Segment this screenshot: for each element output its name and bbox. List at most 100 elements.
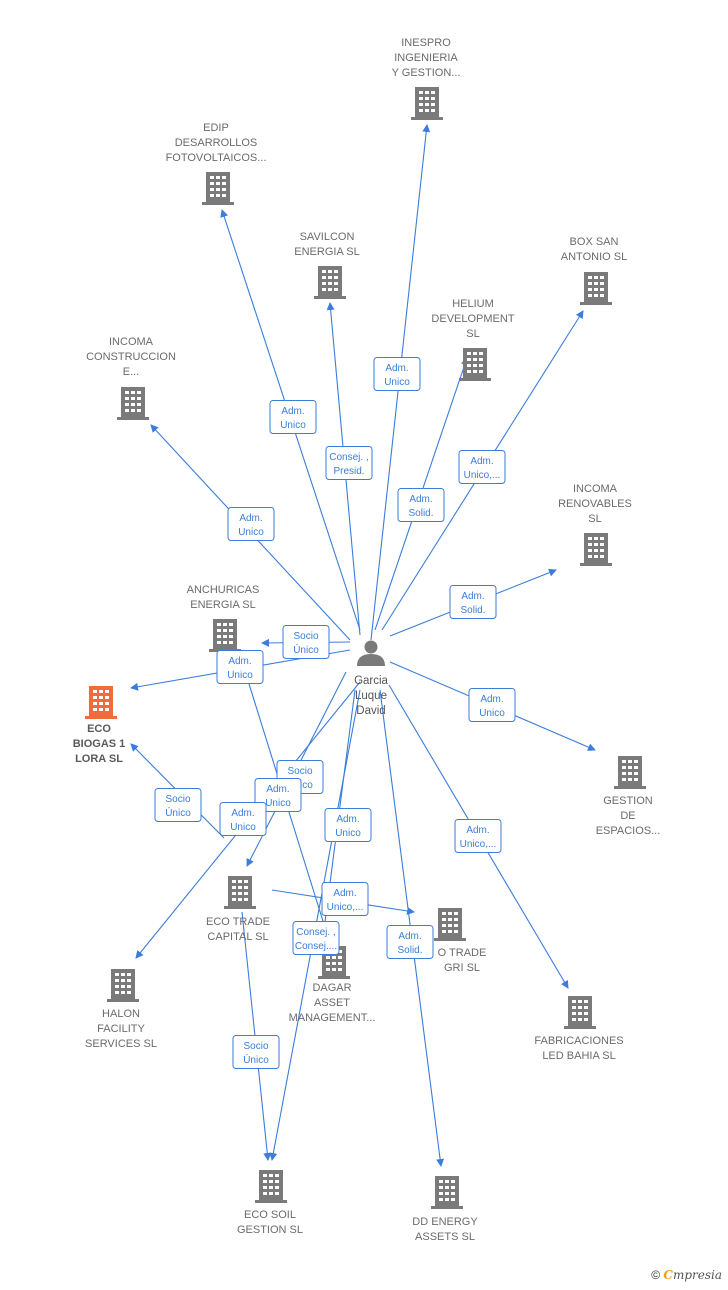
role-badge-text: Adm. xyxy=(398,931,421,942)
role-badge-text: Adm. xyxy=(470,456,493,467)
company-name: GRI SL xyxy=(444,962,480,974)
building-icon xyxy=(255,1170,287,1203)
company-name: FOTOVOLTAICOS... xyxy=(166,152,267,164)
role-badge-text: Unico xyxy=(265,798,291,809)
building-icon xyxy=(411,87,443,120)
company-name: ASSET xyxy=(314,997,350,1009)
company-name: RENOVABLES xyxy=(558,498,632,510)
building-icon xyxy=(224,876,256,909)
role-badge-text: Adm. xyxy=(333,888,356,899)
role-badge[interactable]: Adm.Unico,... xyxy=(458,450,506,484)
building-icon xyxy=(202,172,234,205)
role-badge[interactable]: Adm.Unico xyxy=(324,808,372,842)
role-badge[interactable]: Adm. Unico xyxy=(216,650,264,684)
person-name: David xyxy=(356,705,385,717)
building-icon xyxy=(85,686,117,719)
role-badge[interactable]: Adm.Unico xyxy=(373,357,421,391)
company-name: SL xyxy=(588,513,601,525)
building-icon xyxy=(117,387,149,420)
company-name: GESTION xyxy=(603,795,653,807)
company-node-box[interactable]: BOX SAN ANTONIO SL xyxy=(561,236,627,305)
role-badge[interactable]: Consej. ,Consej.... xyxy=(292,921,340,955)
role-badge[interactable]: Adm. Unico xyxy=(227,507,275,541)
company-name: ANTONIO SL xyxy=(561,251,627,263)
footer-brand[interactable]: © Cmpresia xyxy=(651,1268,722,1286)
role-badge-text: Solid. xyxy=(460,605,485,616)
person-name: Luque xyxy=(355,690,387,702)
company-node-halon[interactable]: HALON FACILITY SERVICES SL xyxy=(85,969,157,1050)
role-badge[interactable]: Adm.Unico xyxy=(219,802,267,836)
building-icon xyxy=(614,756,646,789)
company-node-dagar[interactable]: DAGARASSETMANAGEMENT... xyxy=(289,946,376,1024)
company-name: EDIP xyxy=(203,122,229,134)
role-badge[interactable]: Adm. Unico xyxy=(254,778,302,812)
role-badge-text: Adm. xyxy=(385,363,408,374)
company-name: LORA SL xyxy=(75,753,123,765)
role-badge-text: Adm. xyxy=(228,656,251,667)
company-node-edip[interactable]: EDIPDESARROLLOSFOTOVOLTAICOS... xyxy=(166,122,267,205)
person-icon xyxy=(364,640,378,654)
role-badge[interactable]: Consej. ,Presid. xyxy=(325,446,373,480)
company-name: SAVILCON xyxy=(300,231,355,243)
person-name: Garcia xyxy=(354,675,388,687)
role-badge[interactable]: Adm. Solid. xyxy=(449,585,497,619)
building-icon xyxy=(580,533,612,566)
empresia-logo: Cmpresia xyxy=(663,1268,722,1282)
company-name: FACILITY xyxy=(97,1023,145,1035)
role-badge[interactable]: Adm.Unico,... xyxy=(454,819,502,853)
company-name: SERVICES SL xyxy=(85,1038,157,1050)
role-badge[interactable]: Adm. Unico xyxy=(269,400,317,434)
role-badge-text: Adm. xyxy=(466,825,489,836)
role-badge-text: Consej. , xyxy=(296,927,335,938)
role-badge-text: Unico xyxy=(238,527,264,538)
company-name: SL xyxy=(466,328,479,340)
company-node-incoma_c[interactable]: INCOMA CONSTRUCCION E... xyxy=(86,336,176,420)
role-badge-text: Adm. xyxy=(239,513,262,524)
company-name: BOX SAN xyxy=(570,236,619,248)
role-badge-text: Unico xyxy=(227,670,253,681)
company-name: E... xyxy=(123,366,140,378)
role-badge-text: Adm. xyxy=(480,694,503,705)
company-node-gestion[interactable]: GESTIONDEESPACIOS... xyxy=(596,756,661,837)
company-name: ECO xyxy=(87,723,111,735)
role-badge[interactable]: Adm.Solid. xyxy=(386,925,434,959)
company-name: DEVELOPMENT xyxy=(431,313,514,325)
role-badge-text: Adm. xyxy=(266,784,289,795)
company-name: Y GESTION... xyxy=(392,67,461,79)
company-name: INCOMA xyxy=(109,336,154,348)
role-badge[interactable]: Adm.Solid. xyxy=(397,488,445,522)
role-badge-text: Unico xyxy=(280,420,306,431)
role-badge[interactable]: Adm.Unico,... xyxy=(321,882,369,916)
company-name: CONSTRUCCION xyxy=(86,351,176,363)
role-badge-text: Adm. xyxy=(461,591,484,602)
role-badge[interactable]: Adm.Unico xyxy=(468,688,516,722)
company-name: HALON xyxy=(102,1008,140,1020)
role-badge-text: Consej. , xyxy=(329,452,368,463)
building-icon xyxy=(314,266,346,299)
company-name: FABRICACIONES xyxy=(534,1035,623,1047)
role-badge-text: Unico xyxy=(230,822,256,833)
role-badge-text: Único xyxy=(165,806,191,819)
role-badge-text: Adm. xyxy=(281,406,304,417)
role-badge-text: Unico xyxy=(335,828,361,839)
company-name: MANAGEMENT... xyxy=(289,1012,376,1024)
building-icon xyxy=(209,619,241,652)
company-name: ASSETS SL xyxy=(415,1231,475,1243)
